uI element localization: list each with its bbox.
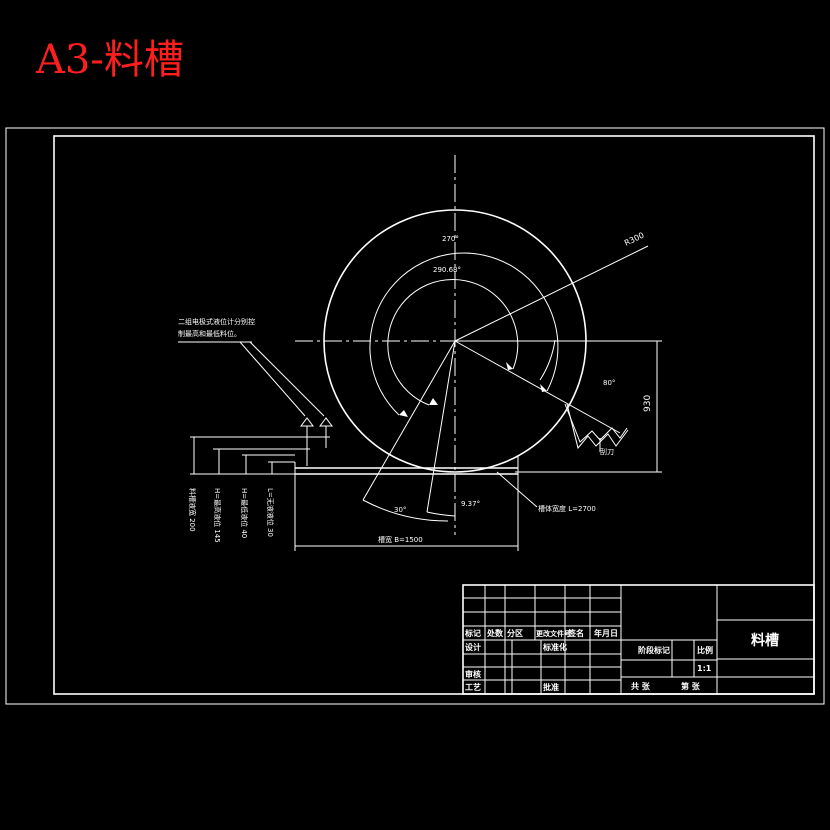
scraper-angle-label: 80° — [603, 379, 615, 387]
scraper-blade — [564, 403, 628, 443]
tb-standardize: 标准化 — [542, 642, 567, 652]
arrow-head — [429, 398, 438, 405]
angle-937-label: 9.37° — [461, 500, 480, 508]
angle-30-arc — [362, 499, 449, 522]
tb-stage: 阶段标记 — [638, 645, 670, 655]
tb-header-mark: 标记 — [464, 628, 481, 638]
tb-design: 设计 — [465, 642, 481, 652]
angle-line-mid — [426, 340, 456, 513]
radius-label: R300 — [623, 231, 646, 248]
level-label-3: H=最低液位 40 — [240, 488, 249, 538]
tb-header-sign: 签名 — [567, 628, 584, 638]
tb-sheet-num: 第 张 — [681, 681, 701, 691]
arrow-head — [540, 384, 547, 392]
electrode-head-1 — [300, 417, 314, 427]
tb-header-date: 年月日 — [594, 628, 618, 638]
slot-width-label: 槽宽 B=1500 — [378, 535, 423, 544]
inner-frame — [53, 135, 815, 695]
outer-frame — [5, 127, 825, 705]
arc-270 — [369, 252, 559, 416]
note-leader-1 — [239, 341, 306, 417]
tb-process: 工艺 — [465, 682, 481, 692]
angle-270-label: 270° — [442, 235, 459, 243]
tb-scale-value: 1:1 — [697, 664, 712, 673]
tb-approve: 批准 — [543, 682, 559, 692]
scraper-label: 刮刀 — [600, 447, 614, 456]
radius-leader — [454, 245, 649, 342]
tb-header-count: 处数 — [486, 628, 504, 638]
level-label-2: H=最高液位 145 — [213, 488, 222, 543]
level-label-4: L=无液液位 30 — [266, 488, 275, 537]
tb-header-change: 更改文件号 — [536, 629, 571, 638]
dim-930-label: 930 — [643, 395, 653, 412]
level-label-1: 料槽液宽 200 — [188, 488, 197, 532]
page-title: A3-料槽 — [35, 37, 184, 83]
belt-length-label: 槽体宽度 L=2700 — [538, 504, 596, 513]
belt-leader — [496, 471, 538, 508]
angle-line-left — [362, 340, 456, 501]
tb-sheet-total: 共 张 — [631, 681, 651, 691]
electrode-head-2 — [319, 417, 333, 427]
angle-30-label: 30° — [394, 506, 406, 514]
arrow-head — [399, 410, 408, 417]
tb-header-zone: 分区 — [507, 628, 523, 638]
tb-review: 审核 — [465, 669, 481, 679]
arc-290 — [387, 279, 519, 406]
scraper-angle-arc — [539, 339, 556, 381]
note-leader-2 — [249, 341, 325, 417]
angle-290-label: 290.68° — [433, 266, 461, 274]
tb-drawing-name: 料槽 — [751, 632, 779, 649]
title-block: 标记 处数 分区 更改文件号 签名 年月日 设计 标准化 审核 工艺 批准 阶段… — [462, 584, 815, 695]
angle-937-arc — [426, 511, 456, 517]
scraper-line — [454, 340, 621, 434]
arrow-head — [506, 362, 513, 370]
note-line-2: 制最高和最低料位。 — [178, 329, 241, 338]
note-line-1: 二组电极式液位计分别控 — [178, 317, 255, 326]
tb-scale: 比例 — [697, 645, 713, 655]
scraper-blade-outline — [566, 403, 629, 450]
